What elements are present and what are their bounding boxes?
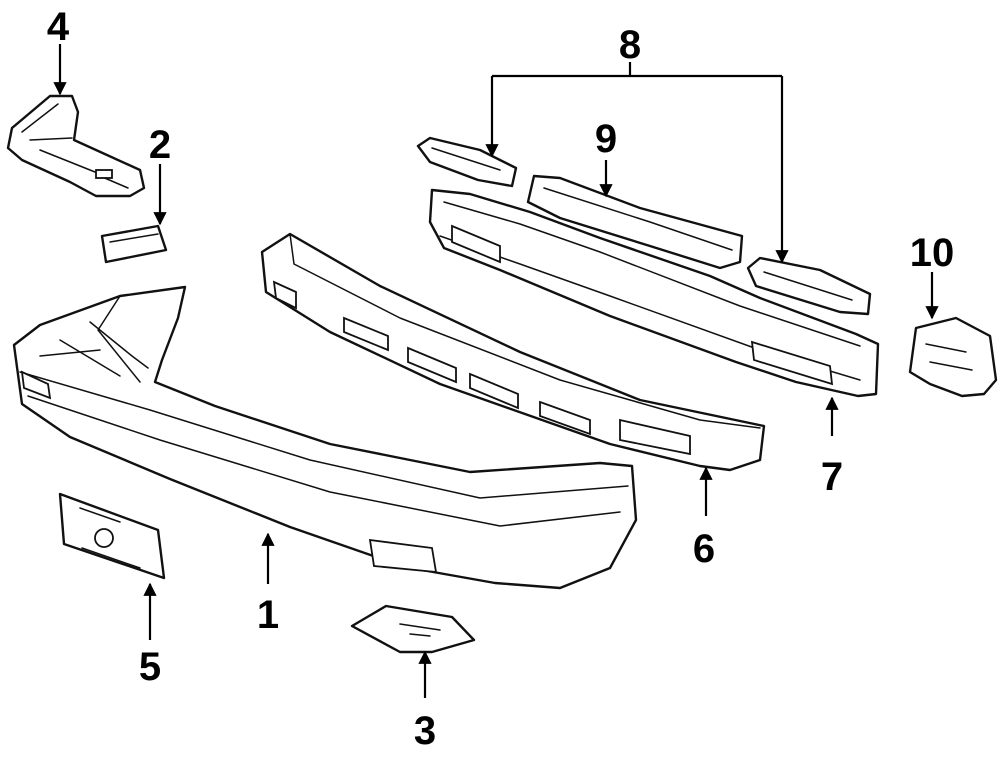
part-10-side-bracket <box>908 316 998 398</box>
callout-4: 4 <box>47 5 70 49</box>
callout-9: 9 <box>595 117 617 161</box>
part-8-retainer-left <box>416 136 518 188</box>
callout-6: 6 <box>693 527 715 571</box>
part-3-lower-bracket <box>350 604 476 654</box>
part-8-retainer-right <box>746 256 872 316</box>
part-7-reinforcement <box>428 188 880 398</box>
part-1-bumper-cover <box>12 285 638 590</box>
callout-3: 3 <box>414 709 436 753</box>
callout-7: 7 <box>821 455 843 499</box>
callout-labels: 1 2 3 4 5 6 7 8 9 10 <box>47 5 954 753</box>
callout-8: 8 <box>619 23 641 67</box>
part-5-plate <box>58 492 166 580</box>
part-6-absorber <box>260 232 766 472</box>
callout-2: 2 <box>149 123 171 167</box>
leader-lines <box>53 44 939 698</box>
part-4-bracket <box>6 94 146 198</box>
callout-1: 1 <box>257 593 279 637</box>
part-2-clip <box>100 224 168 264</box>
callout-10: 10 <box>910 231 955 275</box>
callout-5: 5 <box>139 645 161 689</box>
